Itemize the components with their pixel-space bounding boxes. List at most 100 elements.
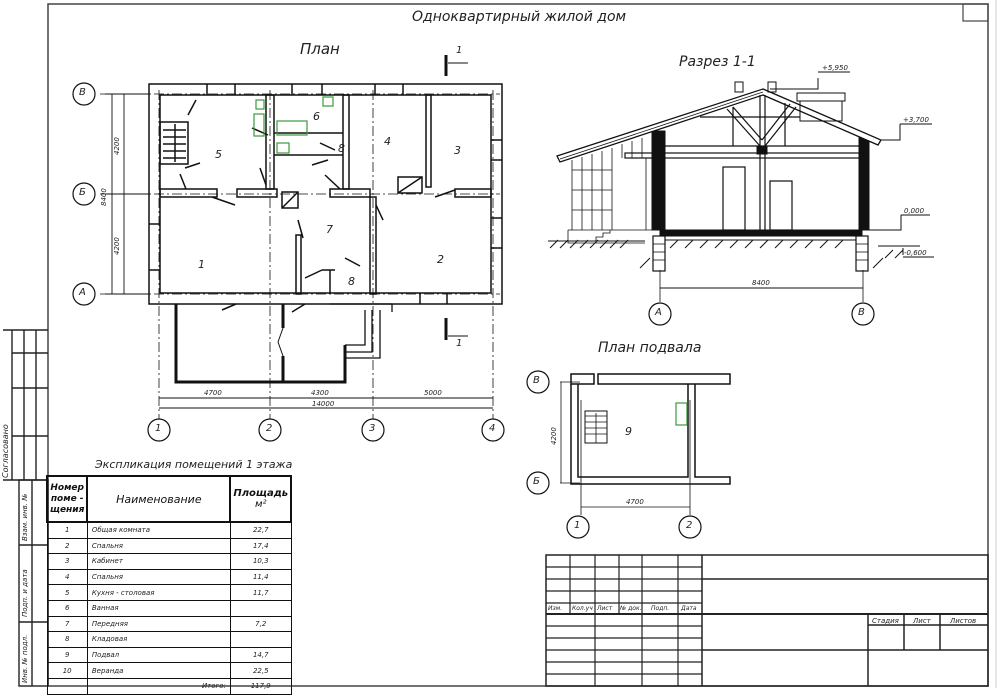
dim-seg-2: 4300 xyxy=(311,389,329,397)
row-area: 22,5 xyxy=(229,662,292,679)
axis-label-col-2: 2 xyxy=(266,423,273,434)
basement-axis-2: 2 xyxy=(686,520,693,531)
dim-seg-3: 5000 xyxy=(424,389,442,397)
header-area-label: Площадь xyxy=(233,488,289,499)
header-num: Номер поме - щения xyxy=(45,475,89,523)
stamp-sign-date: Подп. и дата xyxy=(21,569,29,617)
row-area: 14,7 xyxy=(229,646,292,664)
total-num xyxy=(46,677,88,695)
section-axis-a: А xyxy=(655,307,662,318)
dim-vertical-bottom: 4200 xyxy=(113,237,121,255)
room-5-label: 5 xyxy=(215,148,222,161)
room-2-label: 2 xyxy=(437,253,444,266)
axis-label-col-4: 4 xyxy=(489,423,496,434)
row-name: Веранда xyxy=(86,662,231,679)
side-stamp xyxy=(3,329,49,687)
room-4-label: 4 xyxy=(384,135,391,148)
dim-seg-1: 4700 xyxy=(204,389,222,397)
section-title: Разрез 1-1 xyxy=(679,54,756,70)
basement-axis-1: 1 xyxy=(574,520,581,531)
stamp-inv-replace: Взам. инв. № xyxy=(21,493,29,541)
tb-col-doc: № док. xyxy=(620,605,642,612)
stamp-agreed: Согласовано xyxy=(1,424,10,478)
level-floor: 0,000 xyxy=(904,207,925,215)
total-label: Итого: xyxy=(86,677,231,695)
section-span-dim: 8400 xyxy=(752,279,770,287)
axis-label-row-a: А xyxy=(79,287,86,298)
row-num: 7 xyxy=(46,615,88,633)
row-num: 10 xyxy=(46,662,88,679)
tb-col-sign: Подп. xyxy=(651,605,670,612)
tb-sheet: Лист xyxy=(913,617,931,625)
section-1-1 xyxy=(548,71,934,326)
level-ridge: +5,950 xyxy=(822,64,848,72)
dim-vertical-top: 4200 xyxy=(113,137,121,155)
stamp-inv-orig: Инв. № подл. xyxy=(21,634,29,683)
tb-col-date: Дата xyxy=(681,605,697,612)
header-name: Наименование xyxy=(86,475,232,523)
basement-axis-v: В xyxy=(533,375,540,386)
dim-vertical-total: 8400 xyxy=(100,188,108,206)
row-name: Спальня xyxy=(86,568,231,586)
axis-label-row-v: В xyxy=(79,87,86,98)
row-area: 17,4 xyxy=(229,537,292,555)
row-num: 1 xyxy=(46,521,88,539)
row-area: 7,2 xyxy=(229,615,292,633)
basement-title: План подвала xyxy=(598,340,702,356)
row-name: Кладовая xyxy=(86,631,231,648)
row-name: Передняя xyxy=(86,615,231,633)
row-area: 11,4 xyxy=(229,568,292,586)
sheet-title: Одноквартирный жилой дом xyxy=(412,9,627,25)
row-name: Спальня xyxy=(86,537,231,555)
basement-dim-horizontal: 4700 xyxy=(626,498,644,506)
row-num: 9 xyxy=(46,646,88,664)
row-name: Кабинет xyxy=(86,553,231,570)
row-area xyxy=(229,631,292,648)
row-name: Общая комната xyxy=(86,521,231,539)
row-num: 5 xyxy=(46,584,88,601)
corner-box xyxy=(962,3,989,22)
floor-plan xyxy=(72,55,505,442)
room-6-label: 6 xyxy=(313,110,320,123)
room-8-label-upper: 8 xyxy=(338,142,345,155)
total-row: Итого:117,9 xyxy=(46,677,292,695)
section-axis-v: В xyxy=(858,307,865,318)
axis-label-col-3: 3 xyxy=(369,423,376,434)
level-ground: -0,600 xyxy=(904,249,927,257)
dim-total: 14000 xyxy=(312,400,335,408)
total-value: 117,9 xyxy=(229,677,292,695)
title-block xyxy=(545,554,989,687)
room-1-label: 1 xyxy=(198,258,205,271)
row-num: 4 xyxy=(46,568,88,586)
explication-title: Экспликация помещений 1 этажа xyxy=(95,458,293,471)
basement-plan xyxy=(526,370,731,539)
row-area xyxy=(229,599,292,617)
plan-title: План xyxy=(300,40,340,58)
row-name: Ванная xyxy=(86,599,231,617)
row-area: 11,7 xyxy=(229,584,292,601)
header-area-unit: м² xyxy=(254,499,267,510)
tb-stage: Стадия xyxy=(872,617,899,625)
row-name: Подвал xyxy=(86,646,231,664)
tb-col-list: Лист xyxy=(597,605,613,612)
row-area: 10,3 xyxy=(229,553,292,570)
tb-sheets: Листов xyxy=(950,617,977,625)
row-num: 3 xyxy=(46,553,88,570)
row-num: 2 xyxy=(46,537,88,555)
row-num: 6 xyxy=(46,599,88,617)
axis-label-col-1: 1 xyxy=(155,423,162,434)
basement-axis-b: Б xyxy=(533,476,540,487)
row-area: 22,7 xyxy=(229,521,292,539)
